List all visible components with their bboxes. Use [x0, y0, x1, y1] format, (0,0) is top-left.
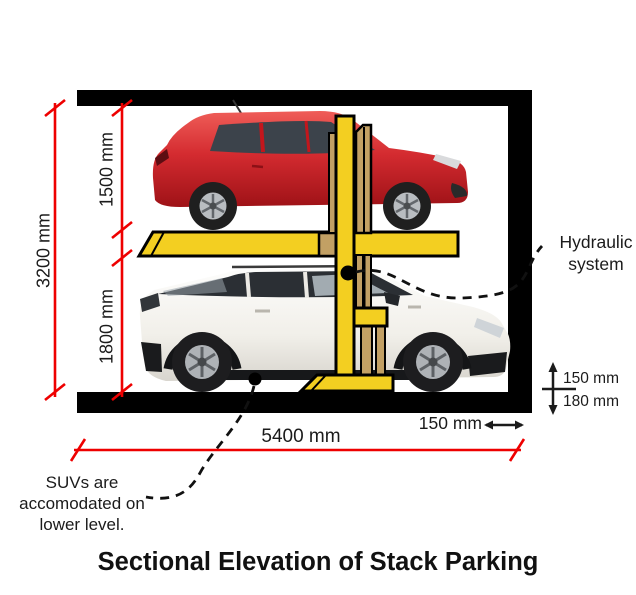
front-grille — [451, 183, 468, 198]
platform-top-thickness-label: 150 mm — [563, 370, 619, 387]
base-bevel-edge — [310, 374, 327, 392]
hydraulic-callout-line1: Hydraulic — [559, 232, 633, 252]
suv-headlight — [474, 318, 504, 338]
headlight — [433, 154, 461, 169]
front-bumper-trim — [468, 352, 507, 376]
dimension-line-5400 — [69, 438, 526, 462]
suv-front-wheel — [403, 332, 463, 392]
dimension-line-3200 — [44, 98, 66, 402]
suv-note-leader-line — [145, 385, 256, 500]
tail-light — [155, 149, 169, 166]
hydraulic-system-callout: Hydraulic system — [544, 231, 636, 275]
suv-note-line2: accomodated on — [19, 494, 145, 513]
rear-bumper-trim — [141, 342, 162, 372]
dimension-line-1500-1800 — [111, 98, 133, 402]
total-height-label: 3200 mm — [33, 212, 54, 289]
main-lift-post — [334, 114, 356, 378]
upper-platform — [136, 230, 460, 258]
platform-hinge-block — [317, 231, 339, 258]
suv-tail-light — [140, 293, 160, 312]
suv-rear-wheel — [172, 332, 232, 392]
red-hatchback-car — [152, 99, 468, 230]
hydraulic-point-dot — [340, 265, 356, 281]
tow-hook — [248, 372, 262, 386]
guide-rail — [363, 254, 372, 310]
ceiling-slab — [77, 90, 532, 106]
platform-bottom-thickness-label: 180 mm — [563, 393, 619, 410]
right-wall — [508, 90, 532, 413]
column-width-arrow — [484, 420, 524, 430]
c-pillar — [304, 120, 311, 153]
side-mirror — [384, 292, 400, 306]
suv-note-callout: SUVs are accomodated on lower level. — [0, 472, 166, 535]
hydraulic-callout-line2: system — [568, 254, 624, 274]
guide-rail — [360, 324, 373, 377]
door-handle — [251, 164, 264, 169]
column-width-label: 150 mm — [418, 413, 482, 433]
front-wheel — [383, 182, 431, 230]
lift-carriage-bracket — [352, 306, 389, 328]
guide-rail — [375, 324, 386, 377]
guide-rail — [355, 254, 364, 310]
hydraulic-leader-line — [355, 245, 544, 300]
lift-base-plate — [297, 373, 395, 393]
suv-note-line1: SUVs are — [45, 473, 119, 492]
suv-note-line3: lower level. — [39, 515, 125, 534]
dimension-lines — [44, 98, 526, 462]
rear-wheel — [189, 182, 237, 230]
b-pillar — [259, 122, 265, 153]
upper-level-height-label: 1500 mm — [96, 131, 117, 208]
platform-bevel-edge — [150, 231, 165, 257]
white-suv-car — [139, 264, 511, 392]
floor-slab — [77, 392, 532, 413]
rear-window-glass — [163, 278, 227, 296]
platform-thickness-arrows — [542, 362, 576, 415]
antenna — [232, 99, 242, 114]
lower-level-height-label: 1800 mm — [96, 288, 117, 365]
lift-structure — [136, 114, 460, 393]
diagram-title: Sectional Elevation of Stack Parking — [97, 548, 539, 576]
total-width-label: 5400 mm — [261, 426, 341, 447]
